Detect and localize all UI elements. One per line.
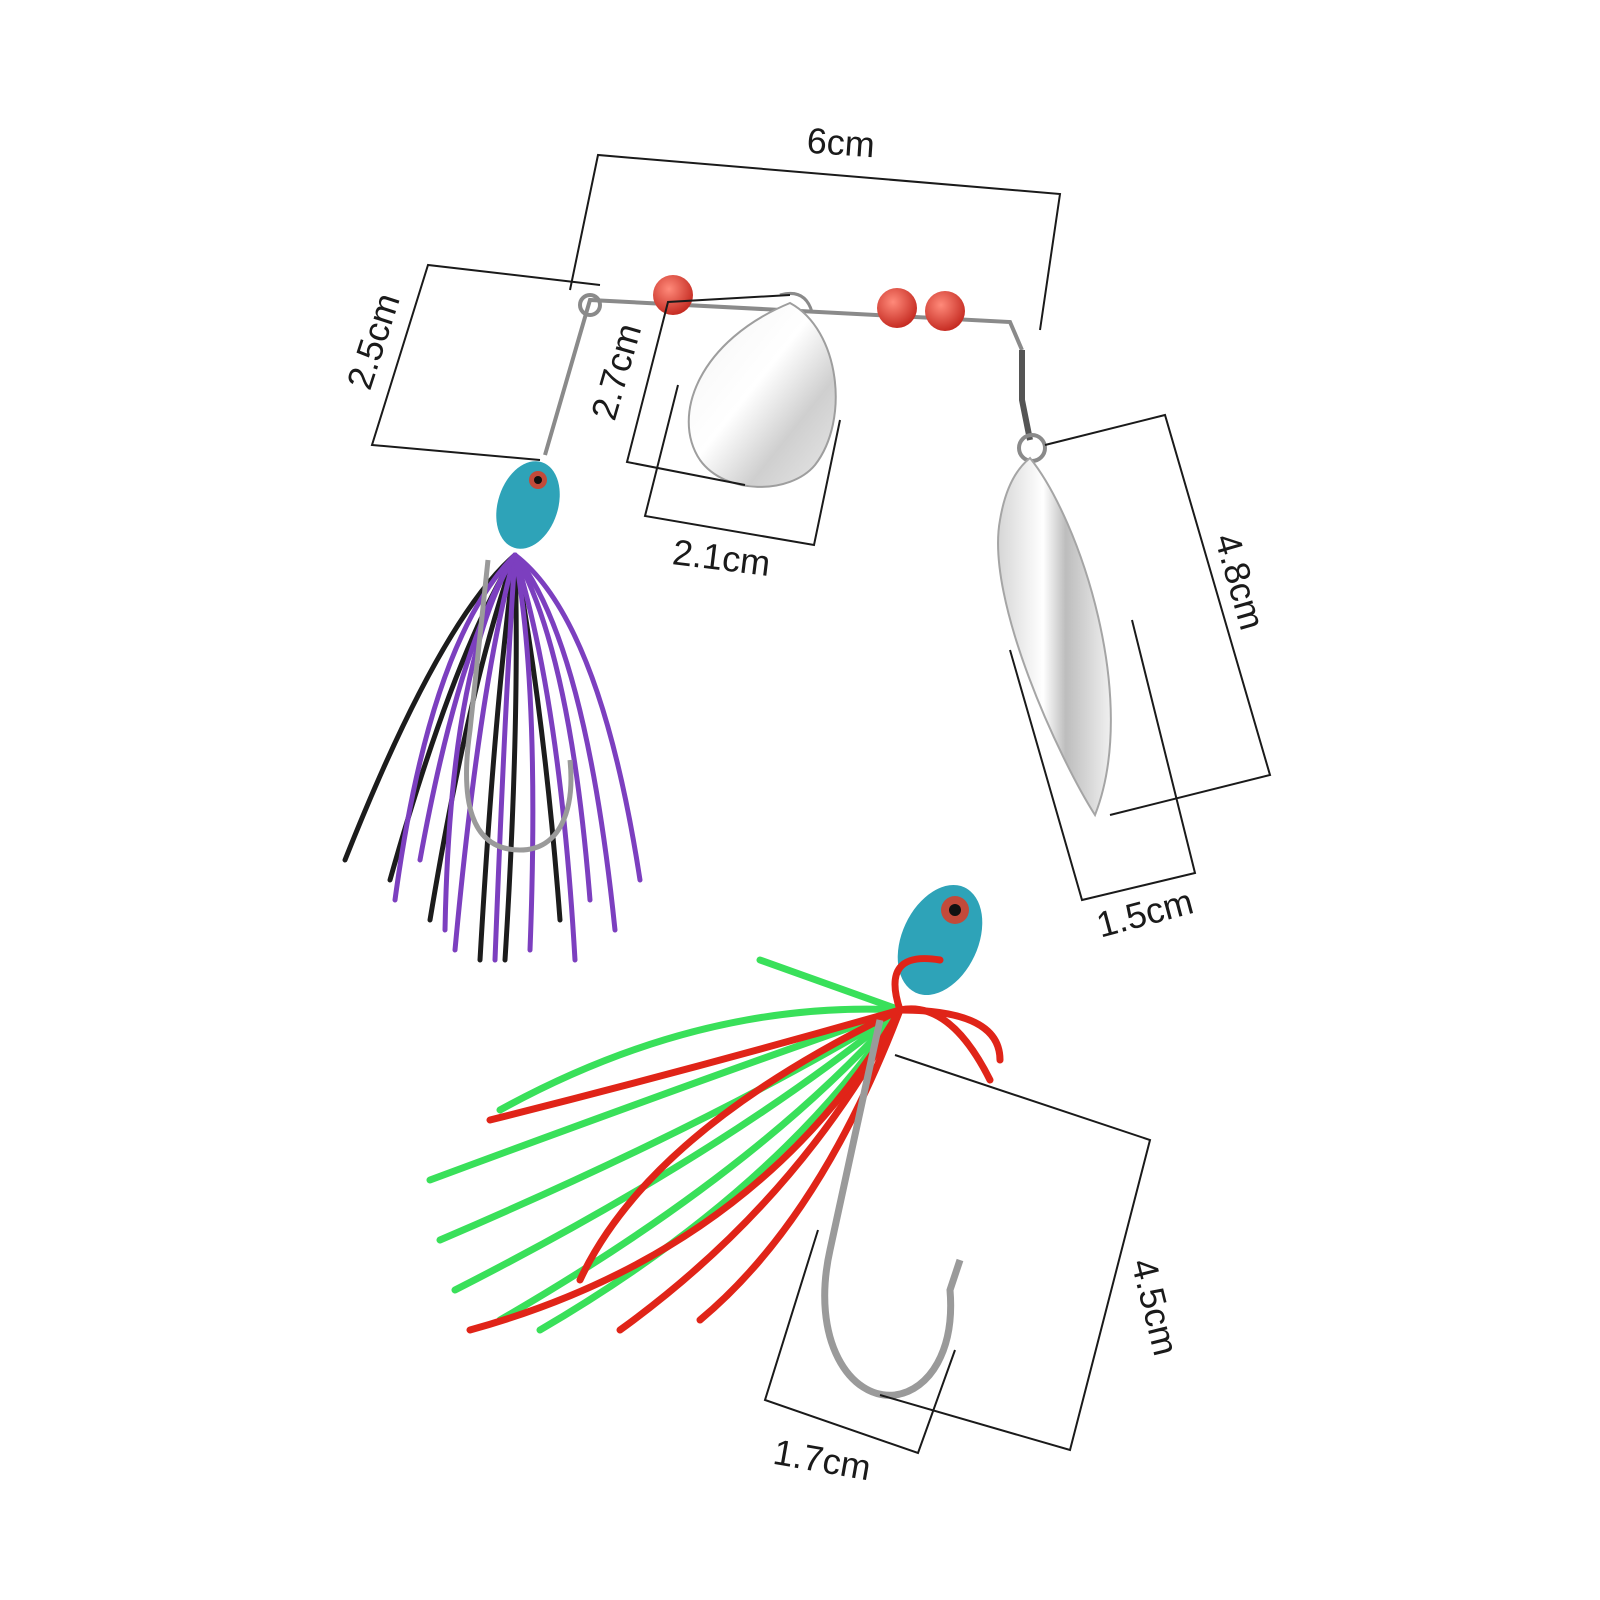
skirt [426,955,1004,1334]
skirt [342,552,643,963]
willow-blade [997,456,1112,818]
lure-head [496,461,560,549]
line-tie-loop [578,293,602,317]
top-spinnerbait [342,275,1112,963]
dimension-line [879,1054,1152,1452]
dimension-label-lower-arm: 2.5cm [338,288,407,394]
dimension-line [1044,413,1272,816]
bottom-spinnerbait [426,885,1004,1399]
dimension-line [625,294,791,486]
dimension-line [763,1229,956,1455]
blade-clevis [779,291,814,313]
dimension-label-round-blade-width: 2.1cm [670,531,772,584]
bead [653,275,693,315]
dimension-line [643,384,841,547]
dimension-line [569,153,1062,331]
lure-eye-pupil [534,476,542,484]
hook [821,1019,964,1399]
dimension-label-willow-blade-width: 1.5cm [1092,880,1197,945]
round-blade [687,301,837,488]
swivel [1019,350,1033,441]
dimension-label-arm-length: 6cm [806,120,877,166]
dimension-label-round-blade-height: 2.7cm [583,319,649,425]
dimension-label-hook-gap: 1.7cm [770,1431,874,1488]
hook [464,559,574,853]
dimension-line [1009,619,1197,902]
dimension-line [370,263,601,461]
dimension-label-hook-length: 4.5cm [1123,1254,1187,1359]
bead [925,291,965,331]
bead [877,288,917,328]
lure-head [897,885,983,995]
dimension-label-willow-blade-height: 4.8cm [1207,529,1273,635]
lure-eye-pupil [949,904,961,916]
